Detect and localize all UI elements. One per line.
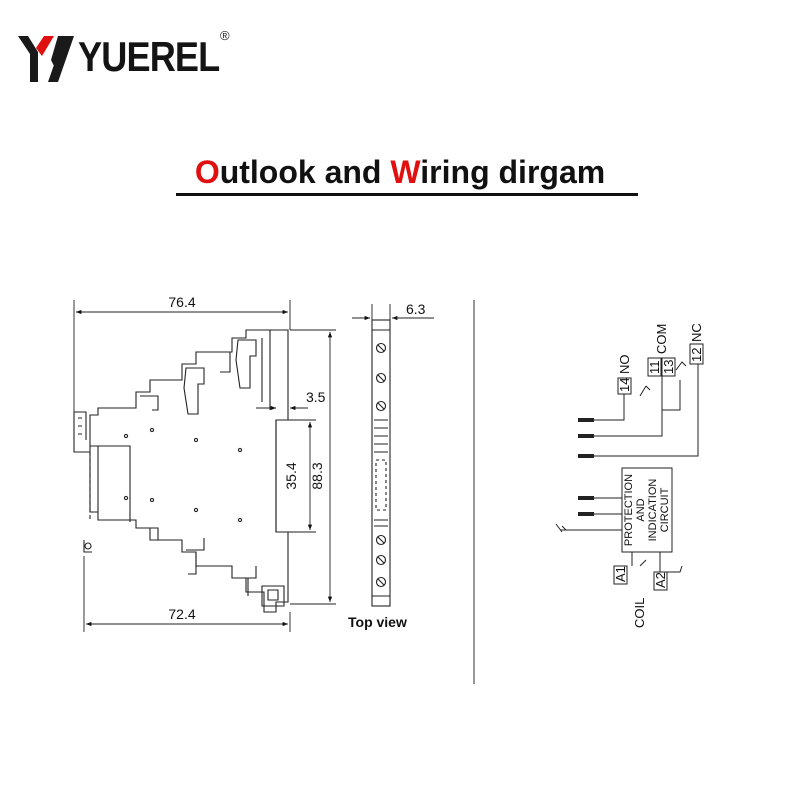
terminal-11: 11 bbox=[647, 361, 662, 375]
terminal-com: COM bbox=[654, 324, 669, 354]
relay-side-view bbox=[73, 329, 289, 613]
coil-label: COIL bbox=[632, 598, 647, 628]
yuerel-logo-icon bbox=[18, 36, 74, 82]
protection-circuit-label: PROTECTION AND INDICATION CIRCUIT bbox=[623, 474, 671, 546]
side-view-dimensions bbox=[73, 300, 336, 632]
title-part-2: iring dirgam bbox=[420, 154, 606, 190]
terminal-14: 14 bbox=[617, 378, 632, 392]
title-letter-w: W bbox=[390, 154, 421, 190]
dim-thickness: 6.3 bbox=[406, 301, 426, 317]
relay-top-view bbox=[371, 319, 391, 607]
dim-height-total: 88.3 bbox=[309, 462, 325, 489]
terminal-13: 13 bbox=[661, 360, 676, 374]
circuit-line-4: CIRCUIT bbox=[659, 487, 671, 532]
wiring-labels: 14 NO 11 13 COM 12 NC A1 A2 COIL bbox=[613, 323, 704, 628]
top-view-label: Top view bbox=[348, 614, 407, 630]
dim-offset: 3.5 bbox=[306, 389, 326, 405]
top-view-dimension bbox=[352, 304, 434, 321]
circuit-line-1: PROTECTION bbox=[623, 474, 635, 546]
page-title: Outlook and Wiring dirgam bbox=[0, 152, 800, 192]
circuit-line-3: INDICATION bbox=[647, 479, 659, 542]
wiring-diagram bbox=[555, 343, 704, 591]
dim-width-top: 76.4 bbox=[168, 294, 195, 310]
terminal-a1: A1 bbox=[613, 566, 628, 582]
dim-width-bottom: 72.4 bbox=[168, 606, 195, 622]
title-part-1: utlook and bbox=[219, 154, 391, 190]
circuit-line-2: AND bbox=[635, 498, 647, 521]
terminal-no: NO bbox=[617, 355, 632, 375]
terminal-a2: A2 bbox=[653, 572, 668, 588]
registered-mark: ® bbox=[220, 28, 230, 43]
terminal-nc: NC bbox=[689, 323, 704, 342]
terminal-12: 12 bbox=[689, 348, 704, 362]
title-letter-o: O bbox=[194, 154, 220, 190]
dim-height-inner: 35.4 bbox=[283, 462, 299, 489]
title-underline bbox=[176, 193, 638, 196]
brand-name: YUEREL bbox=[78, 33, 220, 80]
